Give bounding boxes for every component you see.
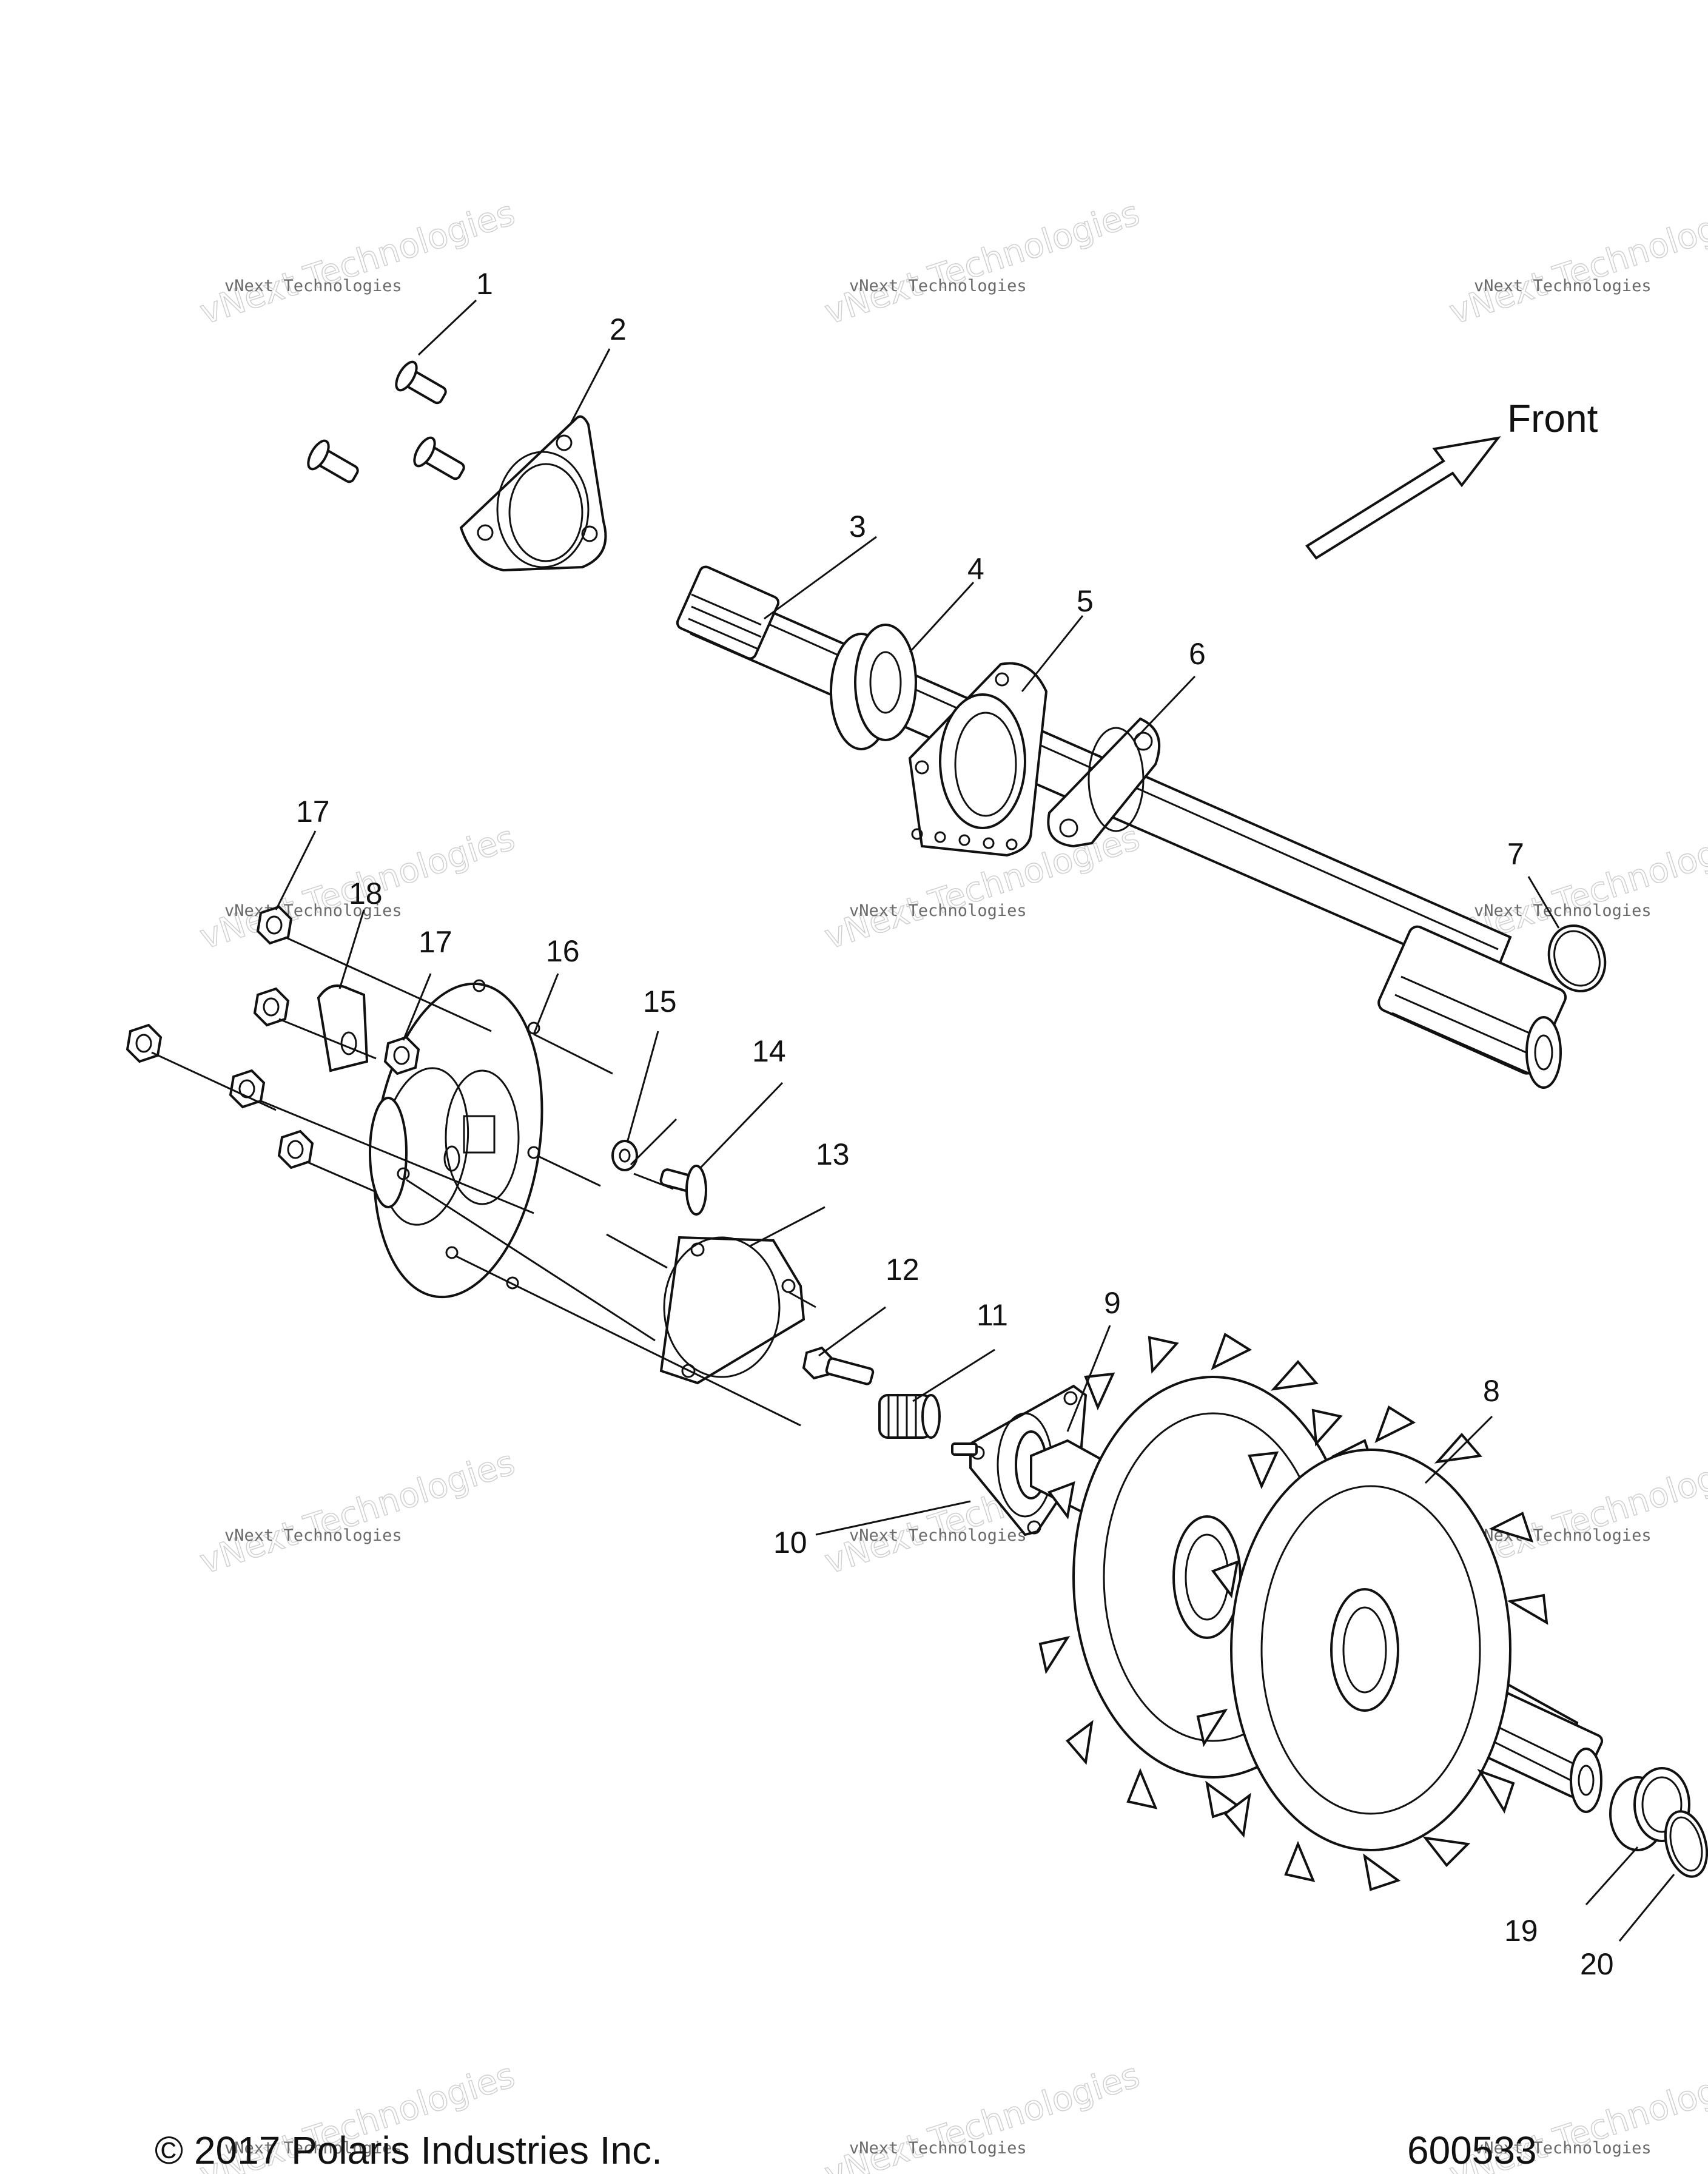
callout-6: 6 — [1189, 637, 1206, 671]
svg-text:vNext Technologies: vNext Technologies — [849, 2139, 1027, 2158]
svg-text:vNext Technologies: vNext Technologies — [1474, 901, 1652, 920]
callout-15: 15 — [643, 984, 677, 1018]
callout-10: 10 — [773, 1526, 807, 1560]
callout-9: 9 — [1104, 1286, 1121, 1320]
callout-12: 12 — [886, 1253, 920, 1287]
svg-text:vNext Technologies: vNext Technologies — [195, 194, 520, 332]
gear-part-11 — [878, 1394, 941, 1439]
bolt-part-12 — [802, 1346, 875, 1385]
callout-17b: 17 — [419, 925, 452, 959]
svg-text:vNext Technologies: vNext Technologies — [849, 1526, 1027, 1545]
bolt-part-1 — [307, 360, 465, 483]
figure-number: 600533 — [1407, 2129, 1537, 2172]
callout-2: 2 — [610, 312, 627, 346]
watermark: vNext Technologies vNext Technologies — [1444, 193, 1708, 333]
nut-part-17 — [383, 1035, 420, 1075]
bearing-part-4 — [830, 624, 917, 750]
retainer-plate-part-6 — [1047, 717, 1161, 848]
callout-leaders — [275, 299, 1675, 1942]
bolt-part-10 — [951, 1442, 978, 1456]
svg-text:vNext Technologies: vNext Technologies — [849, 277, 1027, 295]
svg-text:vNext Technologies: vNext Technologies — [224, 901, 402, 920]
washer-part-15 — [611, 1140, 638, 1171]
svg-text:vNext Technologies: vNext Technologies — [1474, 2139, 1652, 2158]
callout-8: 8 — [1483, 1374, 1500, 1408]
watermark: vNext Technologies vNext Technologies — [195, 1442, 520, 1583]
callout-7: 7 — [1507, 837, 1524, 871]
watermark: vNext Technologies vNext Technologies — [819, 193, 1145, 333]
front-label: Front — [1507, 397, 1598, 440]
callout-16: 16 — [546, 934, 580, 968]
callout-18: 18 — [349, 877, 383, 910]
svg-text:vNext Technologies: vNext Technologies — [224, 277, 402, 295]
ring-part-20 — [1664, 1810, 1708, 1878]
tab-washer-part-18 — [317, 984, 369, 1072]
svg-text:vNext Technologies: vNext Technologies — [224, 1526, 402, 1545]
callout-20: 20 — [1580, 1947, 1614, 1981]
callout-17: 17 — [296, 795, 330, 829]
svg-text:vNext Technologies: vNext Technologies — [1445, 194, 1708, 332]
nut — [126, 1023, 163, 1063]
watermark: vNext Technologies vNext Technologies — [195, 193, 520, 333]
callout-1: 1 — [476, 267, 493, 301]
svg-text:vNext Technologies: vNext Technologies — [820, 194, 1145, 332]
assembly-lines — [151, 936, 816, 1427]
snap-ring-part-7 — [1547, 924, 1607, 992]
sprocket-shaft-part-8 — [1030, 1332, 1604, 1891]
watermark: vNext Technologies vNext Technologies — [819, 2055, 1145, 2174]
callout-13: 13 — [816, 1137, 850, 1171]
callout-4: 4 — [967, 552, 984, 586]
gasket-part-13 — [659, 1236, 805, 1385]
svg-text:vNext Technologies: vNext Technologies — [849, 901, 1027, 920]
callout-5: 5 — [1077, 584, 1094, 618]
pin-part-14 — [659, 1165, 707, 1216]
svg-text:vNext Technologies: vNext Technologies — [1474, 277, 1652, 295]
front-arrow: Front — [1305, 397, 1598, 560]
sprocket-wheel — [1196, 1405, 1548, 1891]
svg-text:vNext Technologies: vNext Technologies — [224, 2139, 402, 2158]
bearing-flange-part-5 — [908, 662, 1048, 857]
flange-plate-part-2 — [459, 415, 607, 572]
callouts: 1 2 3 4 5 6 7 8 9 10 11 12 13 14 15 16 1… — [296, 267, 1614, 1981]
nut-part-17 — [256, 905, 293, 945]
callout-19: 19 — [1504, 1914, 1538, 1948]
copyright-text: © 2017 Polaris Industries Inc. — [155, 2129, 662, 2172]
nut — [277, 1129, 314, 1169]
callout-3: 3 — [849, 510, 866, 544]
nut — [253, 987, 290, 1027]
callout-14: 14 — [752, 1034, 786, 1068]
svg-text:vNext Technologies: vNext Technologies — [195, 1443, 520, 1582]
callout-11: 11 — [977, 1298, 1008, 1332]
